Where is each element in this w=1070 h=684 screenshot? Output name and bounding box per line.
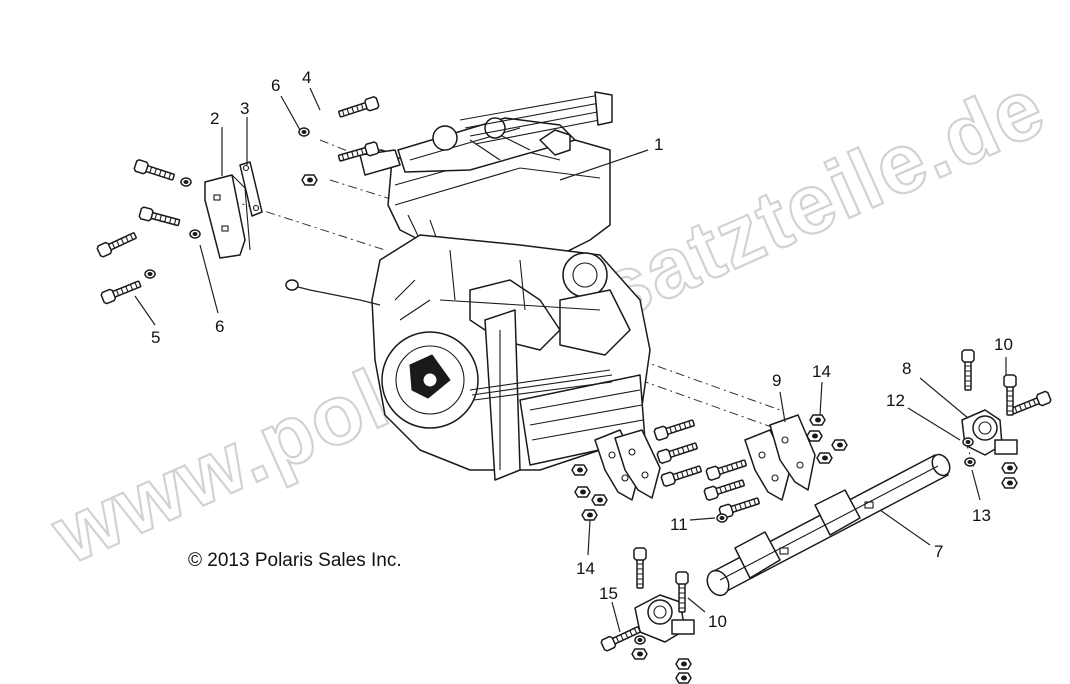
callout-3: 3: [240, 99, 249, 118]
callout-11: 11: [670, 515, 688, 534]
callout-1: 1: [654, 135, 663, 154]
bolts-left: [95, 95, 381, 306]
callout-10-right: 10: [994, 335, 1013, 354]
callout-10-bottom: 10: [708, 612, 727, 631]
mount-plates: [571, 414, 848, 521]
callout-9: 9: [772, 371, 781, 390]
callout-15: 15: [599, 584, 618, 603]
callout-6-top: 6: [271, 76, 280, 95]
callout-12: 12: [886, 391, 905, 410]
callout-8: 8: [902, 359, 911, 378]
callout-5: 5: [151, 328, 160, 347]
mount-strap: [239, 161, 263, 217]
callout-7: 7: [934, 542, 943, 561]
callout-2: 2: [210, 109, 219, 128]
engine-crossmember: [706, 453, 951, 597]
front-mount-bracket: [204, 174, 251, 259]
engine-assembly: [285, 91, 651, 481]
callout-13: 13: [972, 506, 991, 525]
bolts-lower: [652, 416, 762, 523]
lower-engine-mount: [599, 547, 695, 684]
callout-4: 4: [302, 68, 311, 87]
leader-lines: [134, 87, 1007, 633]
rear-engine-mount: [961, 349, 1053, 489]
copyright-notice: © 2013 Polaris Sales Inc.: [188, 550, 402, 571]
callout-6-bottom: 6: [215, 317, 224, 336]
callout-14-bottom: 14: [576, 559, 595, 578]
callout-labels: 1 2 3 4 5 6 6 7 8 9 10 10 11 12 13 14 14…: [151, 68, 1013, 631]
callout-14-top: 14: [812, 362, 831, 381]
